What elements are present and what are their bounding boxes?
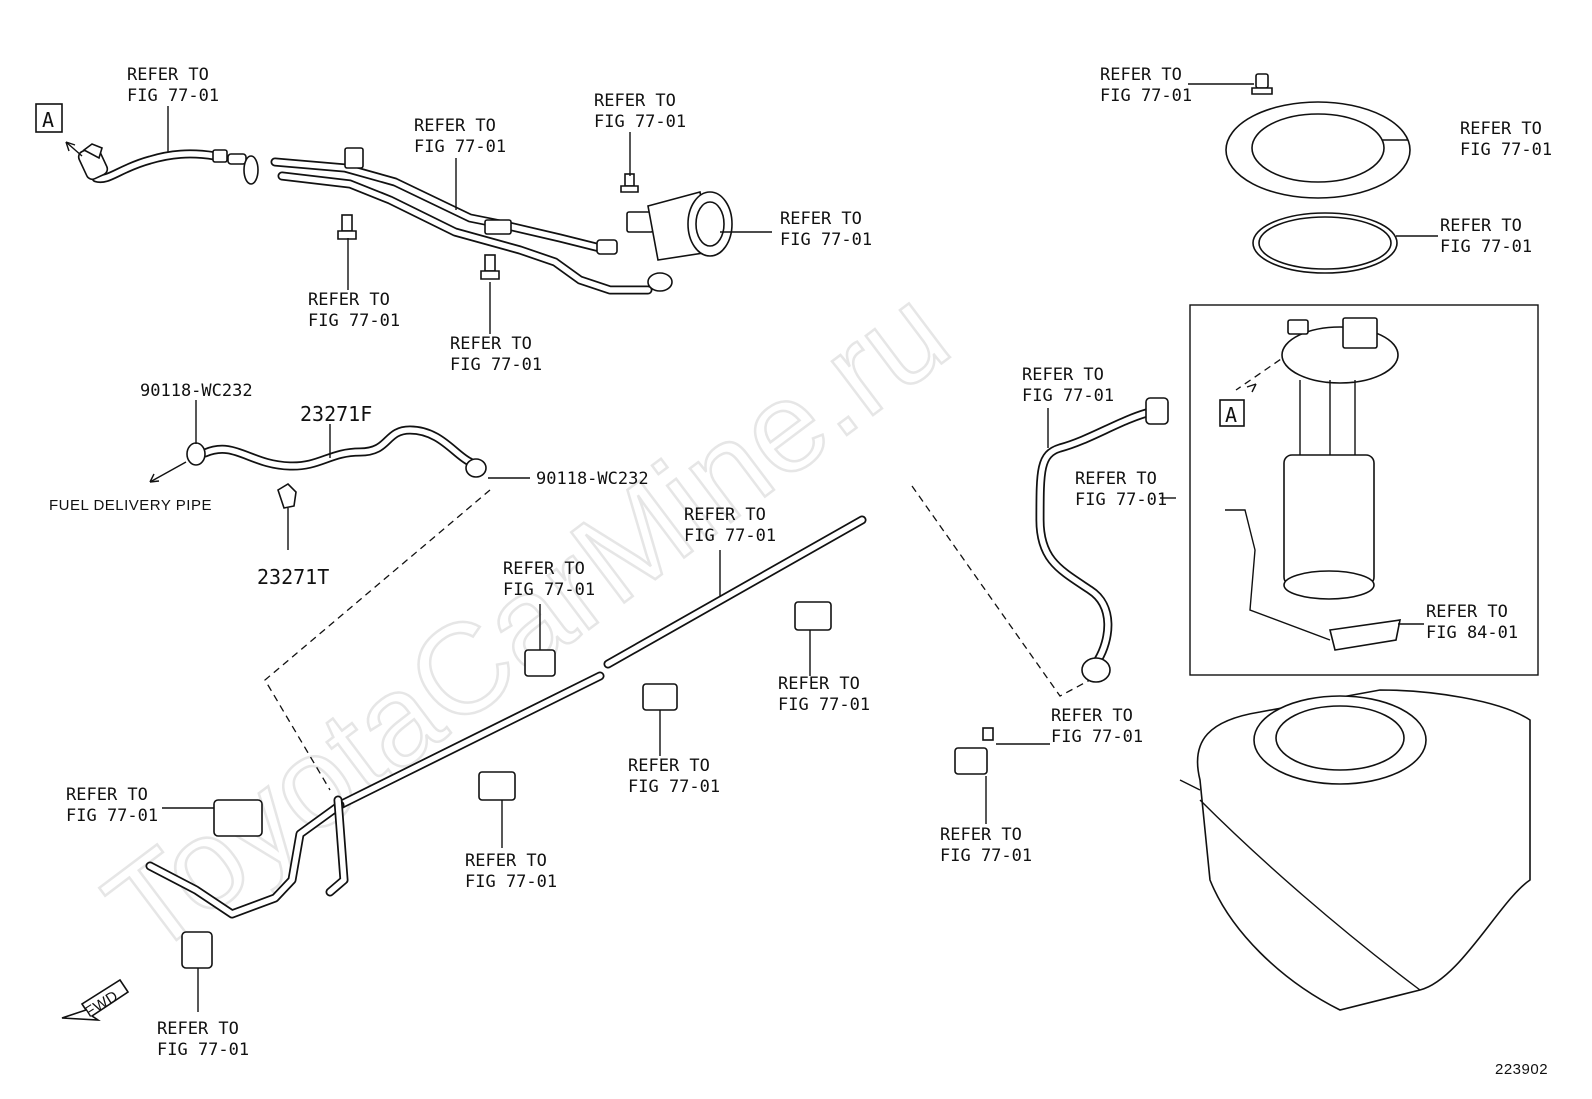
refer-label-20: REFER TO bbox=[940, 825, 1022, 845]
svg-text:FIG 77-01: FIG 77-01 bbox=[780, 230, 872, 250]
svg-text:FIG 77-01: FIG 77-01 bbox=[1440, 237, 1532, 257]
refer-label-17: REFER TO bbox=[66, 785, 148, 805]
refer-label-9: REFER TO bbox=[1440, 216, 1522, 236]
refer-label-11: REFER TO bbox=[1075, 469, 1157, 489]
refer-label-15: REFER TO bbox=[628, 756, 710, 776]
bolts-top bbox=[337, 173, 639, 280]
part-number-clip: 23271T bbox=[257, 565, 329, 589]
leader-lines bbox=[149, 83, 1438, 1012]
refer-label-18: REFER TO bbox=[157, 1019, 239, 1039]
svg-text:A: A bbox=[1225, 403, 1237, 427]
refer-label-4: REFER TO bbox=[780, 209, 862, 229]
svg-text:FIG 77-01: FIG 77-01 bbox=[465, 872, 557, 892]
svg-text:FIG 77-01: FIG 77-01 bbox=[127, 86, 219, 106]
refer-label-5: REFER TO bbox=[308, 290, 390, 310]
part-number-clamp-lower: 90118-WC232 bbox=[536, 469, 649, 489]
svg-text:FIG 77-01: FIG 77-01 bbox=[1075, 490, 1167, 510]
svg-text:FIG 77-01: FIG 77-01 bbox=[503, 580, 595, 600]
svg-text:FIG 77-01: FIG 77-01 bbox=[594, 112, 686, 132]
refer-label-13: REFER TO bbox=[503, 559, 585, 579]
refer-label-21: REFER TO bbox=[1426, 602, 1508, 622]
lock-ring-and-gasket bbox=[1225, 73, 1411, 274]
pump-outlet-hose bbox=[1035, 397, 1169, 683]
fuel-tube-assembly bbox=[145, 515, 867, 919]
fuel-tank bbox=[1179, 689, 1531, 1011]
fwd-arrow: FWD bbox=[61, 978, 130, 1021]
fuel-pump-module: A bbox=[1189, 304, 1539, 676]
top-fuel-line-assembly bbox=[77, 143, 673, 295]
svg-text:FIG 77-01: FIG 77-01 bbox=[308, 311, 400, 331]
charcoal-canister bbox=[626, 190, 733, 261]
svg-text:FIG 77-01: FIG 77-01 bbox=[778, 695, 870, 715]
svg-text:FIG 77-01: FIG 77-01 bbox=[1460, 140, 1552, 160]
pipe-clamps bbox=[181, 601, 994, 969]
part-number-hose: 23271F bbox=[300, 402, 372, 426]
fuel-hose-23271f bbox=[186, 425, 487, 509]
svg-text:FIG 77-01: FIG 77-01 bbox=[940, 846, 1032, 866]
part-number-labels: 90118-WC232 90118-WC232 23271F 23271T FU… bbox=[49, 381, 1548, 1078]
part-number-clamp-upper: 90118-WC232 bbox=[140, 381, 253, 401]
ref-mark-a-topleft: A bbox=[35, 103, 83, 157]
svg-text:A: A bbox=[42, 108, 54, 132]
refer-label-19: REFER TO bbox=[1051, 706, 1133, 726]
dashed-ref-left bbox=[264, 489, 491, 791]
refer-label-2: REFER TO bbox=[414, 116, 496, 136]
svg-text:FIG 77-01: FIG 77-01 bbox=[684, 526, 776, 546]
refer-label-1: REFER TO bbox=[127, 65, 209, 85]
svg-text:FIG 77-01: FIG 77-01 bbox=[628, 777, 720, 797]
svg-text:FIG 77-01: FIG 77-01 bbox=[450, 355, 542, 375]
diagram-number: 223902 bbox=[1495, 1061, 1548, 1078]
svg-text:FIG 77-01: FIG 77-01 bbox=[414, 137, 506, 157]
svg-text:FIG 77-01: FIG 77-01 bbox=[1051, 727, 1143, 747]
fuel-delivery-pipe-label: FUEL DELIVERY PIPE bbox=[49, 497, 212, 514]
svg-text:FIG 77-01: FIG 77-01 bbox=[66, 806, 158, 826]
svg-text:FIG 77-01: FIG 77-01 bbox=[1022, 386, 1114, 406]
svg-text:FIG 77-01: FIG 77-01 bbox=[1100, 86, 1192, 106]
refer-label-10: REFER TO bbox=[1022, 365, 1104, 385]
dashed-ref-right bbox=[911, 485, 1091, 697]
refer-label-7: REFER TO bbox=[1100, 65, 1182, 85]
svg-text:FIG 77-01: FIG 77-01 bbox=[157, 1040, 249, 1060]
refer-label-16: REFER TO bbox=[465, 851, 547, 871]
refer-label-3: REFER TO bbox=[594, 91, 676, 111]
refer-label-8: REFER TO bbox=[1460, 119, 1542, 139]
refer-label-6: REFER TO bbox=[450, 334, 532, 354]
refer-label-14: REFER TO bbox=[778, 674, 860, 694]
svg-text:FIG 84-01: FIG 84-01 bbox=[1426, 623, 1518, 643]
refer-labels: REFER TO FIG 77-01 REFER TO FIG 77-01 RE… bbox=[66, 65, 1552, 1060]
refer-label-12: REFER TO bbox=[684, 505, 766, 525]
